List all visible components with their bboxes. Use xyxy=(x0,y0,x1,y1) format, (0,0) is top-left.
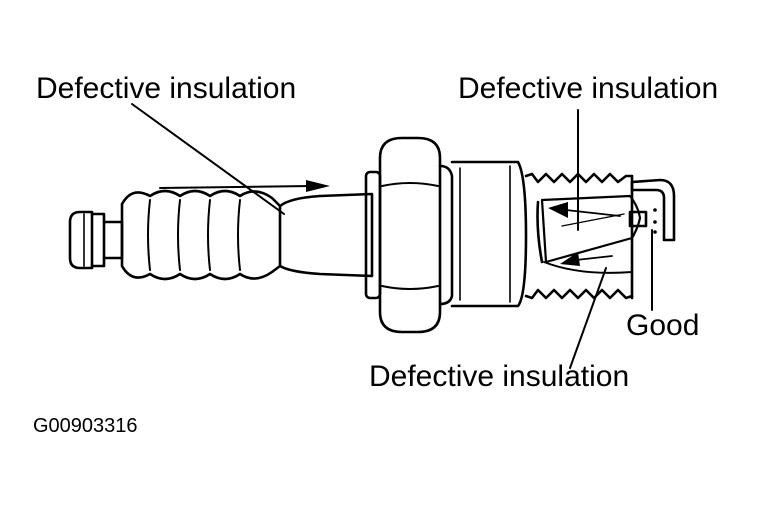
inner-arrows xyxy=(548,202,621,266)
leader-line-left xyxy=(131,103,285,215)
label-good: Good xyxy=(626,309,700,342)
figure-code: G00903316 xyxy=(33,415,138,437)
label-defective-insulation-right: Defective insulation xyxy=(458,72,719,105)
ribbed-insulator xyxy=(120,189,282,281)
leader-lines xyxy=(131,103,653,369)
label-defective-insulation-left: Defective insulation xyxy=(36,72,297,105)
center-electrode xyxy=(628,210,648,228)
surface-arrow-neck xyxy=(159,180,330,192)
leader-line-bottom xyxy=(569,267,607,369)
terminal-nut xyxy=(68,210,124,270)
metal-shell xyxy=(450,160,528,308)
insulator-neck xyxy=(278,192,374,278)
label-defective-insulation-bottom: Defective insulation xyxy=(369,360,630,393)
ground-electrode xyxy=(630,178,676,242)
hex-nut xyxy=(364,136,454,334)
core-insulator xyxy=(536,194,642,274)
